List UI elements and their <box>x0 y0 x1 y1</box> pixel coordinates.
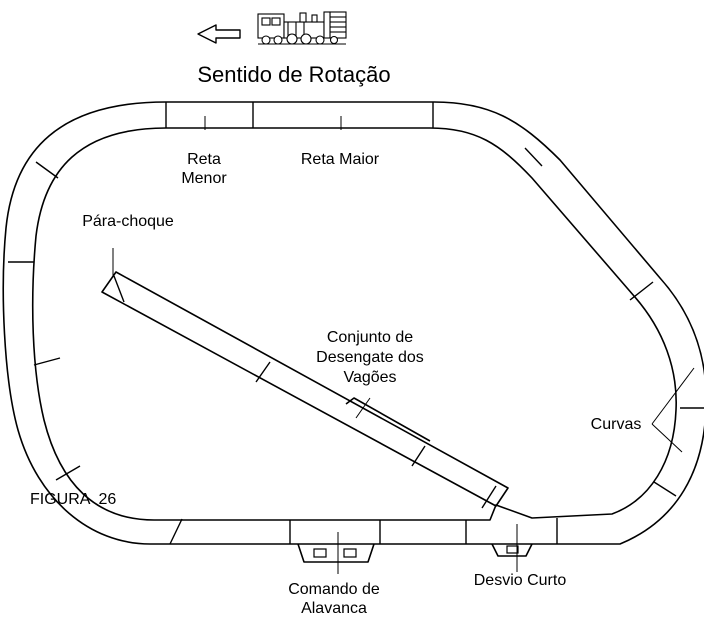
label-reta-menor-1: Reta <box>187 151 221 168</box>
label-conjunto-3: Vagões <box>343 369 396 386</box>
label-conjunto-2: Desengate dos <box>316 349 424 366</box>
label-comando-2: Alavanca <box>301 600 367 617</box>
leader-lines <box>112 116 695 574</box>
label-figura: FIGURA 26 <box>30 491 116 508</box>
diagram-title: Sentido de Rotação <box>197 62 390 87</box>
label-reta-maior: Reta Maior <box>301 151 380 168</box>
short-switch-box <box>491 543 533 557</box>
left-arrow-icon <box>197 24 241 44</box>
siding-track <box>101 271 509 509</box>
label-para-choque: Pára-choque <box>82 213 174 230</box>
label-reta-menor-2: Menor <box>181 170 227 187</box>
steam-locomotive-icon <box>257 11 347 45</box>
label-curvas: Curvas <box>591 416 642 433</box>
label-comando-1: Comando de <box>288 581 380 598</box>
label-conjunto-1: Conjunto de <box>327 329 413 346</box>
lever-controller <box>297 543 375 563</box>
label-desvio-curto: Desvio Curto <box>474 572 567 589</box>
oval-track <box>2 101 704 545</box>
